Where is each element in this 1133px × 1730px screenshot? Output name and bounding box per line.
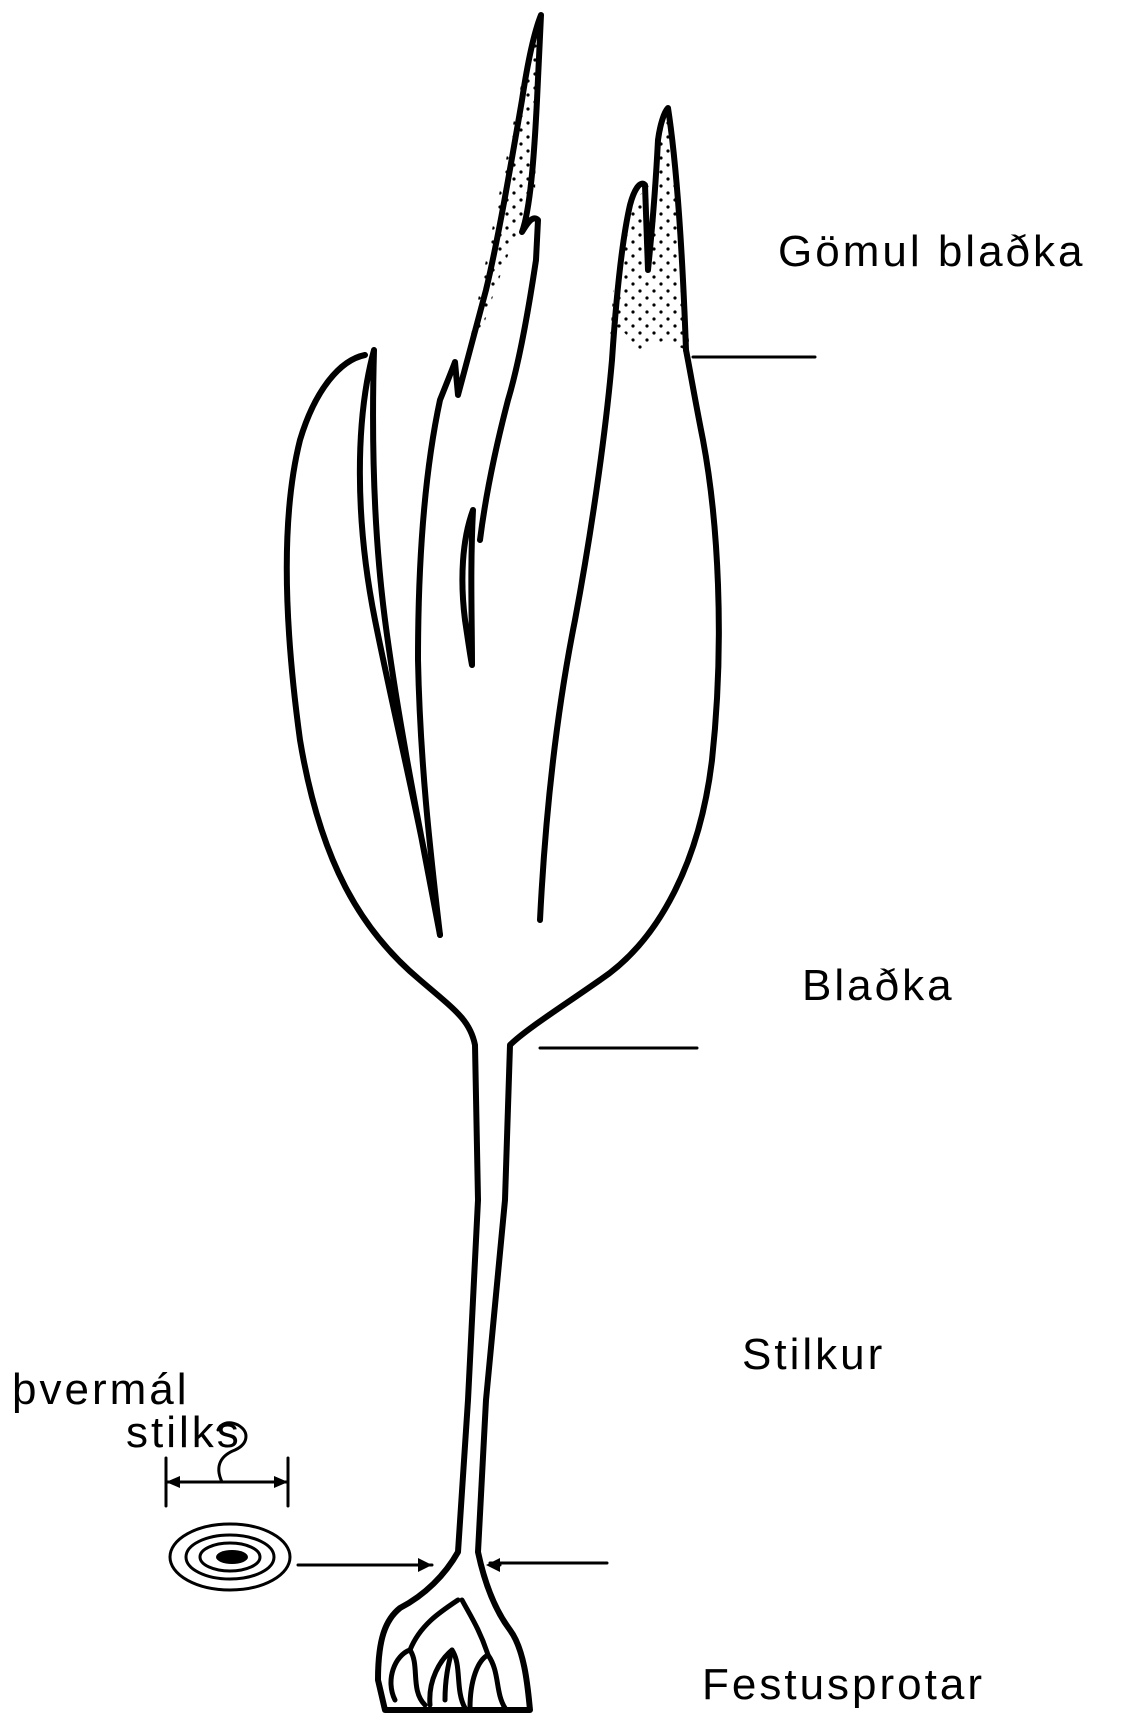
label-blade: Blaðka <box>802 964 955 1008</box>
inner-slit <box>462 510 473 665</box>
holdfast <box>391 1600 505 1708</box>
label-holdfast: Festusprotar <box>702 1663 985 1707</box>
label-old-blade: Gömul blaðka <box>778 230 1085 274</box>
blade-outline <box>287 350 719 1710</box>
label-stipe: Stilkur <box>742 1333 885 1377</box>
label-diameter-line2: stilks <box>126 1411 242 1455</box>
diameter-indicator <box>298 1558 500 1572</box>
label-diameter-line1: þvermál <box>12 1368 190 1412</box>
